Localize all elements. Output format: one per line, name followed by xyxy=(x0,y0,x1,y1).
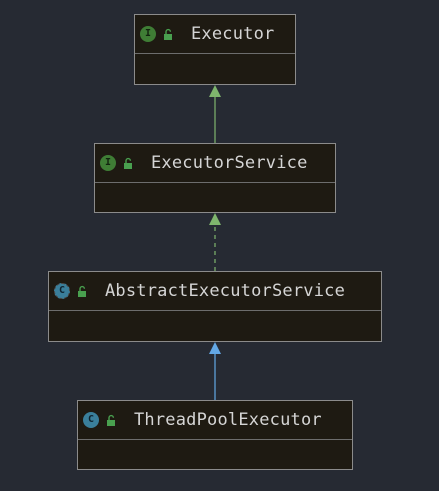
unlock-icon xyxy=(105,414,118,427)
node-header: C AbstractExecutorService xyxy=(49,272,381,310)
node-header: C ThreadPoolExecutor xyxy=(78,401,352,439)
arrowhead-extends-abstract-executor-service xyxy=(209,342,221,354)
class-node-thread-pool-executor[interactable]: C ThreadPoolExecutor xyxy=(77,400,353,470)
class-name: ThreadPoolExecutor xyxy=(134,410,322,430)
node-header: I ExecutorService xyxy=(95,144,335,182)
interface-icon: I xyxy=(140,26,156,42)
class-name: ExecutorService xyxy=(151,153,308,173)
node-body xyxy=(78,439,352,469)
class-name: Executor xyxy=(191,24,275,44)
class-icon: C xyxy=(83,412,99,428)
node-body xyxy=(49,310,381,341)
abstract-class-icon: C xyxy=(54,283,70,299)
unlock-icon xyxy=(162,28,175,41)
arrowhead-implements-executor-service xyxy=(209,213,221,225)
class-node-executor[interactable]: I Executor xyxy=(134,14,296,85)
node-body xyxy=(95,182,335,212)
arrowhead-extends-executor xyxy=(209,85,221,97)
interface-icon: I xyxy=(100,155,116,171)
unlock-icon xyxy=(122,157,135,170)
node-header: I Executor xyxy=(135,15,295,53)
class-name: AbstractExecutorService xyxy=(105,281,346,301)
class-node-abstract-executor-service[interactable]: C AbstractExecutorService xyxy=(48,271,382,342)
unlock-icon xyxy=(76,285,89,298)
node-body xyxy=(135,53,295,84)
class-node-executor-service[interactable]: I ExecutorService xyxy=(94,143,336,213)
